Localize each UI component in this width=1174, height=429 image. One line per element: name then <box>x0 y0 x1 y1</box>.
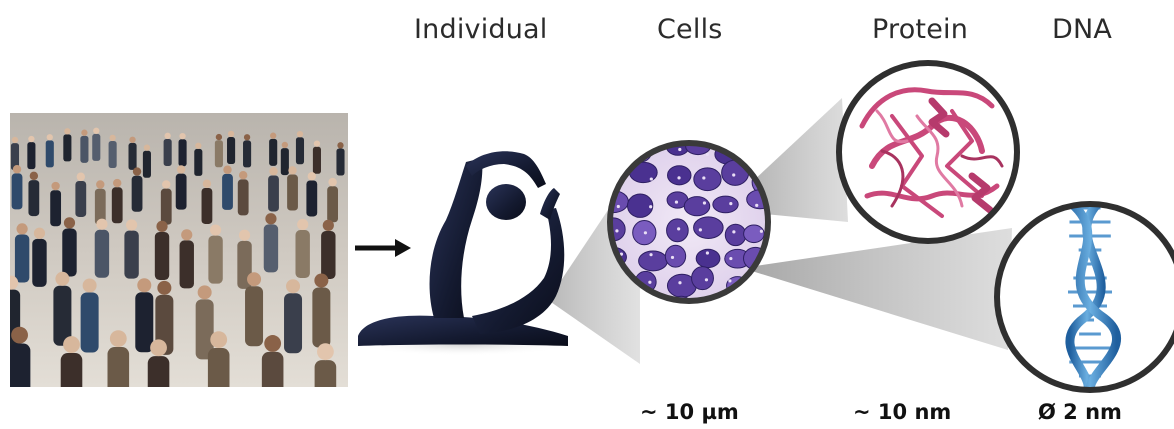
cell-granule <box>649 205 652 208</box>
cell-granule <box>618 305 621 307</box>
cell-granule <box>732 173 735 176</box>
cell <box>713 300 740 307</box>
cell <box>627 194 652 217</box>
cell <box>694 168 721 191</box>
cell-granule <box>702 176 705 179</box>
cell-granule <box>650 177 653 180</box>
cell-granule <box>615 281 618 284</box>
cell-granule <box>677 227 680 230</box>
dna-helix <box>994 198 1174 396</box>
cell <box>611 298 636 307</box>
cell-granule <box>677 176 680 179</box>
cell-granule <box>700 304 703 307</box>
cell-granule <box>760 279 763 282</box>
cell-granule <box>706 153 709 156</box>
cell <box>633 300 663 307</box>
cell-granule <box>705 278 708 281</box>
cells-micrograph <box>604 137 774 307</box>
cell-granule <box>762 306 765 307</box>
individual-silhouette <box>354 140 576 358</box>
cell-granule <box>621 149 624 152</box>
cell <box>608 141 637 162</box>
cell <box>748 141 771 159</box>
cell-granule <box>699 228 702 231</box>
cell <box>769 293 774 307</box>
cell <box>667 219 689 242</box>
cell-granule <box>729 257 732 260</box>
cell-granule <box>678 148 681 151</box>
cell-granule <box>728 279 731 282</box>
cell-granule <box>648 281 651 284</box>
cell-granule <box>678 281 681 284</box>
cell-granule <box>671 256 674 259</box>
cell-granule <box>615 229 618 232</box>
cell-granule <box>645 304 648 307</box>
cell-granule <box>617 205 620 208</box>
cell-granule <box>760 175 763 178</box>
cell-granule <box>729 202 732 205</box>
cell <box>604 266 624 289</box>
cell <box>668 166 691 185</box>
cell-granule <box>760 230 763 233</box>
cell <box>713 196 738 213</box>
cell <box>639 251 668 271</box>
cell-granule <box>732 230 735 233</box>
cell <box>744 225 765 243</box>
cell-granule <box>649 253 652 256</box>
cell-granule <box>644 231 647 234</box>
cell-granule <box>615 177 618 180</box>
cell-granule <box>675 200 678 203</box>
cell <box>684 197 709 216</box>
cell <box>725 224 746 245</box>
cell-granule <box>703 201 706 204</box>
cell-granule <box>755 204 758 207</box>
cell-granule <box>706 251 709 254</box>
cell <box>694 217 724 239</box>
cell <box>665 245 685 267</box>
cell-granule <box>762 147 765 150</box>
cell <box>751 298 774 307</box>
cell <box>769 243 774 259</box>
cell <box>692 267 714 290</box>
